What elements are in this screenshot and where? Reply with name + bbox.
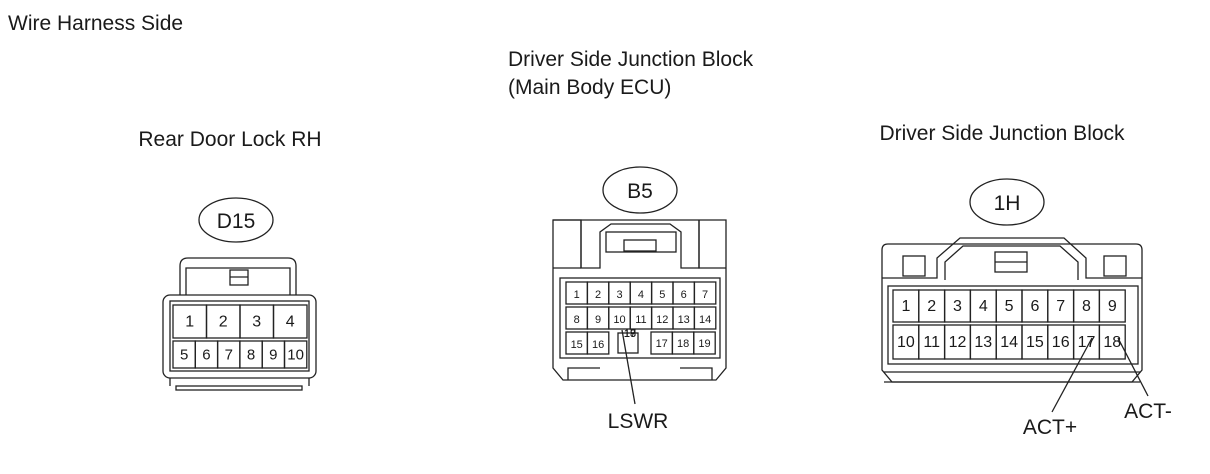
pin-number: 9 (269, 347, 277, 364)
pin-number: 4 (286, 314, 295, 331)
pin-number: 14 (1000, 334, 1018, 351)
connector-b5: Driver Side Junction Block (Main Body EC… (508, 48, 754, 433)
pin-number: 18 (624, 328, 636, 340)
pin-cell (283, 340, 308, 369)
pin-number: 7 (702, 289, 708, 301)
connector-b5-id: B5 (627, 180, 653, 203)
pin-number: 13 (678, 314, 690, 326)
pin-number: 4 (979, 298, 988, 315)
pin-number: 1 (574, 289, 580, 301)
pin-cell (693, 281, 717, 305)
pin-number: 10 (897, 334, 915, 351)
pin-number: 1 (901, 298, 910, 315)
callout-leader-act-minus (1117, 337, 1149, 397)
pin-number: 18 (1103, 334, 1121, 351)
pin-number: 16 (1052, 334, 1070, 351)
pin-number: 8 (574, 314, 580, 326)
pin-number: 3 (616, 289, 622, 301)
pin-number: 16 (592, 339, 604, 351)
pin-cell (586, 331, 610, 355)
pin-number: 11 (635, 314, 646, 326)
pin-number: 19 (624, 328, 636, 340)
pin-number: 13 (974, 334, 992, 351)
pin-number: 3 (953, 298, 962, 315)
pin-number: 18 (677, 338, 689, 350)
pin-number: 7 (1056, 298, 1065, 315)
pin-number: 5 (180, 347, 188, 364)
connector-b5-title-line1: Driver Side Junction Block (508, 48, 754, 71)
pin-cell (1098, 324, 1126, 360)
pin-number: 3 (252, 314, 261, 331)
pin-number: 12 (656, 314, 668, 326)
pin-number: 4 (638, 289, 644, 301)
pin-number: 8 (1082, 298, 1091, 315)
pin-cell (693, 331, 716, 355)
pin-number: 12 (949, 334, 967, 351)
pin-number: 17 (624, 328, 636, 340)
pin-cell (1098, 289, 1126, 323)
pin-cell (272, 304, 308, 339)
callout-lswr-label: LSWR (608, 410, 669, 433)
pin-number: 5 (659, 289, 665, 301)
pin-number: 9 (1108, 298, 1117, 315)
pin-number: 1 (185, 314, 194, 331)
connector-d15-id: D15 (217, 210, 256, 233)
pin-number: 2 (927, 298, 936, 315)
callout-act-minus-label: ACT- (1124, 400, 1172, 423)
pin-cell (693, 306, 717, 330)
pin-number: 15 (1026, 334, 1044, 351)
pin-number: 2 (595, 289, 601, 301)
pin-number: 10 (287, 347, 304, 364)
pin-number: 10 (613, 314, 625, 326)
pin-number: 11 (923, 334, 940, 351)
view-label: Wire Harness Side (8, 12, 183, 35)
connector-d15-title: Rear Door Lock RH (138, 128, 321, 151)
connector-b5-title-line2: (Main Body ECU) (508, 76, 671, 99)
connector-1h-id: 1H (994, 192, 1021, 215)
pin-number: 15 (571, 339, 583, 351)
pin-number: 9 (595, 314, 601, 326)
callout-leader-lswr (621, 329, 636, 405)
pin-number: 2 (219, 314, 228, 331)
pin-number: 7 (225, 347, 233, 364)
pin-number: 19 (698, 338, 710, 350)
pin-number: 14 (699, 314, 711, 326)
pin-number: 5 (1005, 298, 1014, 315)
pin-cavity-empty (617, 332, 639, 354)
pin-number: 17 (1078, 334, 1096, 351)
connector-d15-badge (198, 197, 274, 243)
callout-act-plus-label: ACT+ (1023, 416, 1077, 439)
pin-number: 6 (1030, 298, 1039, 315)
pin-number: 8 (247, 347, 255, 364)
connector-1h-title: Driver Side Junction Block (879, 122, 1125, 145)
pin-number: 6 (202, 347, 210, 364)
callout-leader-act-plus (1051, 337, 1093, 413)
pin-number: 17 (656, 338, 668, 350)
pin-number: 6 (681, 289, 687, 301)
connector-b5-badge (602, 166, 678, 214)
connector-1h-badge (969, 178, 1045, 226)
